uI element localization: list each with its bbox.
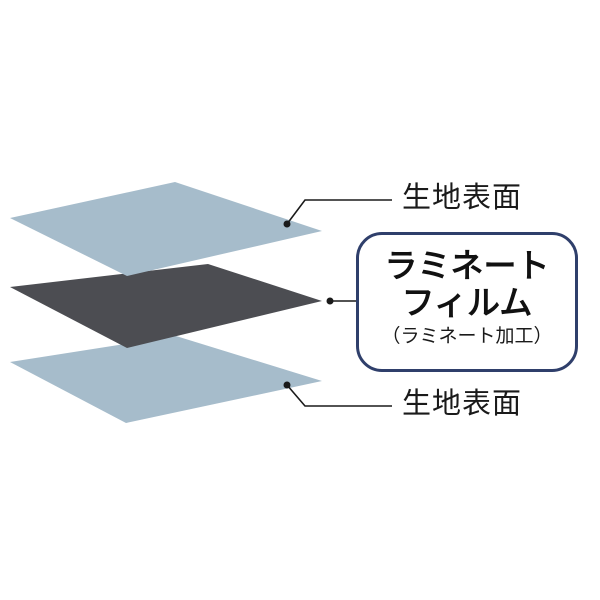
- leader-line-top: [286, 199, 392, 225]
- film-subtitle: （ラミネート加工）: [381, 325, 553, 347]
- leader-dot-bottom: [283, 381, 291, 389]
- laminate-film-layer: [10, 264, 322, 348]
- bottom-fabric-layer: [10, 336, 322, 423]
- film-title-line1: ラミネート: [384, 246, 550, 285]
- top-fabric-layer: [10, 182, 322, 276]
- leader-line-bottom: [286, 384, 392, 407]
- leader-dot-top: [283, 220, 291, 228]
- film-title-line2: フィルム: [401, 283, 533, 322]
- leader-dot-film: [326, 297, 334, 305]
- laminate-film-callout: ラミネート フィルム （ラミネート加工）: [356, 232, 578, 372]
- top-surface-label: 生地表面: [402, 180, 523, 214]
- bottom-surface-label: 生地表面: [402, 386, 523, 420]
